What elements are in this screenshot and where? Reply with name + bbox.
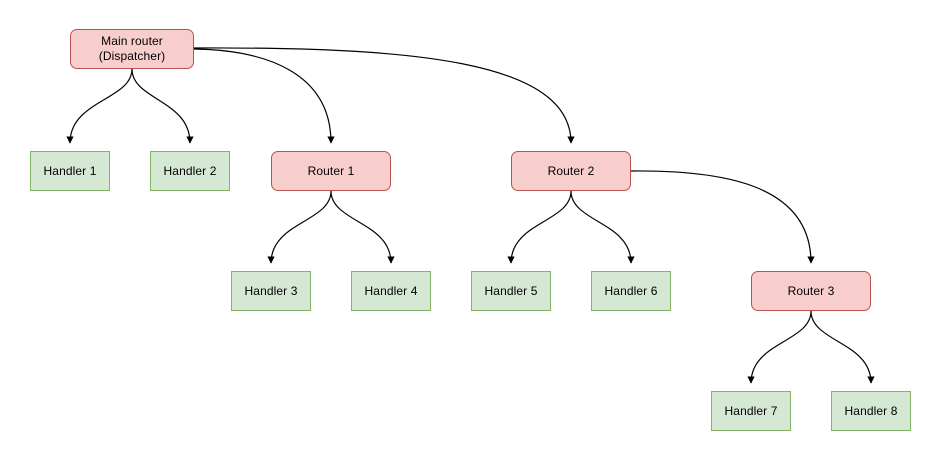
- node-main-router[interactable]: Main router (Dispatcher): [70, 29, 194, 69]
- node-handler-7[interactable]: Handler 7: [711, 391, 791, 431]
- node-label: Handler 2: [163, 163, 217, 178]
- node-label: Handler 7: [724, 403, 778, 418]
- node-handler-1[interactable]: Handler 1: [30, 151, 110, 191]
- edge-main-to-router-1: [193, 48, 335, 144]
- edge-router-3-to-handler-7: [747, 310, 812, 384]
- node-handler-5[interactable]: Handler 5: [471, 271, 551, 311]
- edge-router-1-to-handler-4: [330, 190, 395, 264]
- node-label: Handler 3: [244, 283, 298, 298]
- node-label: Handler 5: [484, 283, 538, 298]
- edge-main-to-handler-1: [66, 68, 133, 144]
- node-router-2[interactable]: Router 2: [511, 151, 631, 191]
- edge-router-2-to-handler-6: [570, 190, 635, 264]
- node-handler-2[interactable]: Handler 2: [150, 151, 230, 191]
- node-handler-4[interactable]: Handler 4: [351, 271, 431, 311]
- edge-router-1-to-handler-3: [267, 190, 332, 264]
- node-label: Handler 8: [844, 403, 898, 418]
- edge-router-2-to-handler-5: [507, 190, 572, 264]
- node-label: Router 3: [787, 283, 835, 298]
- node-label: Handler 4: [364, 283, 418, 298]
- edge-router-2-to-router-3: [630, 170, 815, 264]
- node-handler-3[interactable]: Handler 3: [231, 271, 311, 311]
- node-label: Router 2: [547, 163, 595, 178]
- node-handler-6[interactable]: Handler 6: [591, 271, 671, 311]
- node-label: Handler 1: [43, 163, 97, 178]
- edge-router-3-to-handler-8: [810, 310, 875, 384]
- node-router-1[interactable]: Router 1: [271, 151, 391, 191]
- edge-main-to-handler-2: [131, 68, 194, 144]
- node-label: Main router (Dispatcher): [98, 34, 166, 63]
- node-router-3[interactable]: Router 3: [751, 271, 871, 311]
- node-label: Router 1: [307, 163, 355, 178]
- node-label: Handler 6: [604, 283, 658, 298]
- edge-main-to-router-2: [193, 47, 575, 144]
- node-handler-8[interactable]: Handler 8: [831, 391, 911, 431]
